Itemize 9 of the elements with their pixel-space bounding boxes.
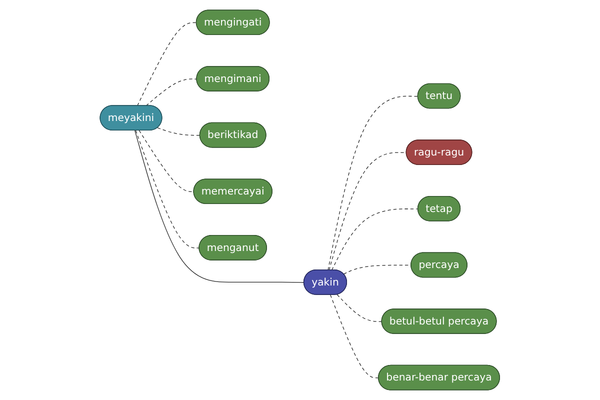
connector [138,130,194,192]
connector [137,22,197,106]
connector [134,130,305,283]
connector [157,127,200,136]
connector [136,130,200,248]
connector [328,152,407,270]
connector [146,78,198,106]
connector [330,294,380,378]
connector [328,96,418,270]
